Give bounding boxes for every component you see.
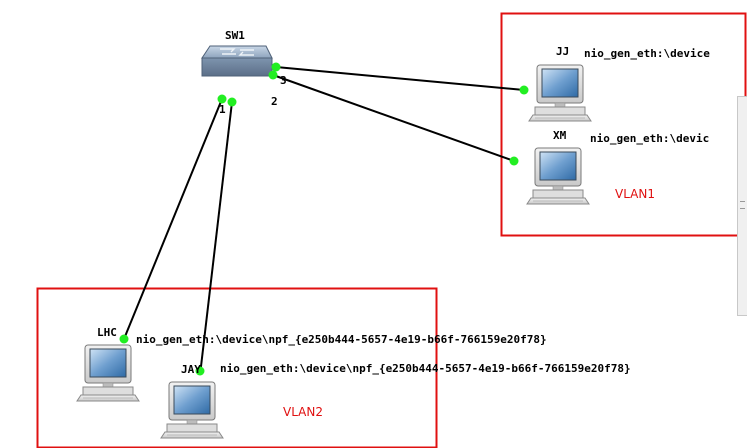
port-dot <box>119 334 129 344</box>
computer-icon[interactable] <box>528 64 592 122</box>
vlan2-label: VLAN2 <box>283 405 323 419</box>
computer-icon[interactable] <box>526 147 590 205</box>
port-label-3: 3 <box>280 74 287 87</box>
vlan1-label: VLAN1 <box>615 187 655 201</box>
port-dot <box>519 85 529 95</box>
node-label-lhc: LHC <box>97 326 117 339</box>
switch-icon[interactable] <box>201 45 273 77</box>
computer-icon[interactable] <box>160 381 224 439</box>
interface-label-xm: nio_gen_eth:\devic <box>590 132 709 145</box>
port-dot <box>217 94 227 104</box>
node-label-jj: JJ <box>556 45 569 58</box>
port-label-2: 2 <box>271 95 278 108</box>
link-sw1-jj[interactable] <box>275 66 525 91</box>
scrollbar-grip-icon[interactable] <box>740 201 745 209</box>
vertical-scrollbar[interactable] <box>737 96 747 316</box>
switch-label: SW1 <box>225 29 245 42</box>
link-sw1-jay[interactable] <box>199 101 233 376</box>
interface-label-lhc: nio_gen_eth:\device\npf_{e250b444-5657-4… <box>136 333 547 346</box>
port-label-1: 1 <box>219 103 226 116</box>
node-label-xm: XM <box>553 129 567 142</box>
port-dot <box>268 70 278 80</box>
link-sw1-xm[interactable] <box>272 74 515 162</box>
link-sw1-lhc[interactable] <box>123 98 223 340</box>
node-label-jay: JAY <box>181 363 201 376</box>
port-dot <box>509 156 519 166</box>
interface-label-jj: nio_gen_eth:\device <box>584 47 710 60</box>
interface-label-jay: nio_gen_eth:\device\npf_{e250b444-5657-4… <box>220 362 631 375</box>
port-dot <box>271 62 281 72</box>
computer-icon[interactable] <box>76 344 140 402</box>
port-dot <box>227 97 237 107</box>
port-dot <box>195 366 205 376</box>
